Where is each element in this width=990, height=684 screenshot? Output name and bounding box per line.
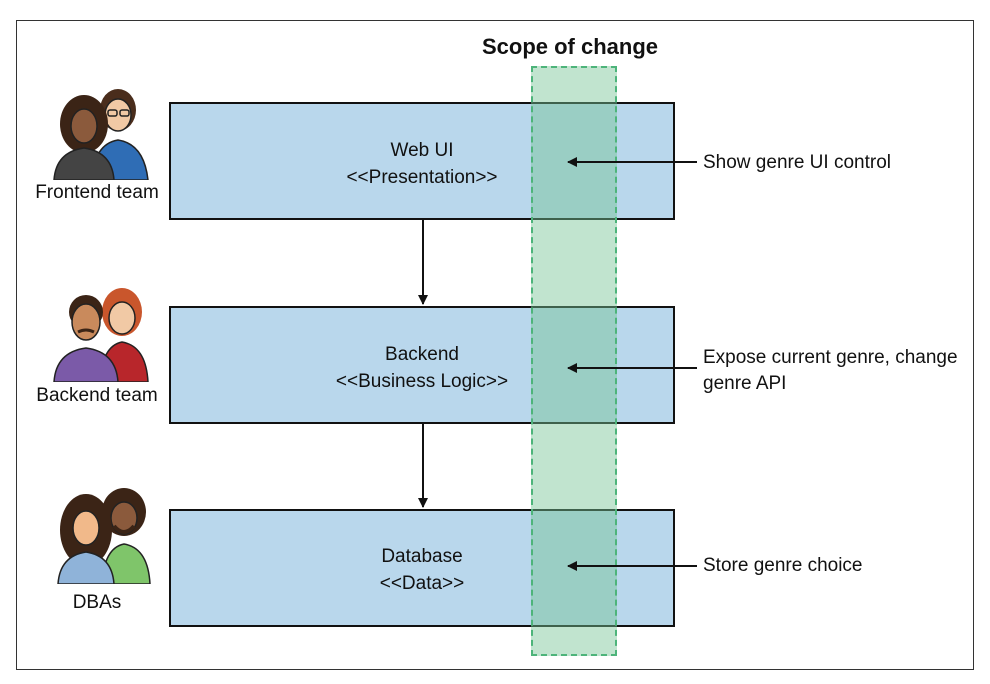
note-web-ui: Show genre UI control <box>703 152 891 173</box>
scope-title: Scope of change <box>481 34 659 59</box>
layer-box-database <box>169 509 675 627</box>
note-backend: Expose current genre, change genre API <box>703 347 958 394</box>
team-people-icon <box>57 488 151 584</box>
team-people-icon <box>53 89 149 180</box>
team-label-frontend: Frontend team <box>35 182 159 203</box>
note-database: Store genre choice <box>703 555 863 576</box>
layer-name: Backend <box>385 344 459 365</box>
layer-label-backend: Backend <<Business Logic>> <box>169 341 675 395</box>
layer-name: Database <box>381 546 463 567</box>
layer-label-web-ui: Web UI <<Presentation>> <box>169 137 675 191</box>
team-people-icon <box>53 288 149 382</box>
team-label-backend: Backend team <box>36 385 158 406</box>
layer-stereotype: <<Business Logic>> <box>335 371 509 392</box>
layer-label-database: Database <<Data>> <box>169 543 675 597</box>
team-label-dbas: DBAs <box>72 592 122 613</box>
scope-of-change-band <box>531 66 617 656</box>
layer-box-backend <box>169 306 675 424</box>
layer-name: Web UI <box>390 140 454 161</box>
layer-stereotype: <<Presentation>> <box>346 167 498 188</box>
layer-stereotype: <<Data>> <box>379 573 465 594</box>
